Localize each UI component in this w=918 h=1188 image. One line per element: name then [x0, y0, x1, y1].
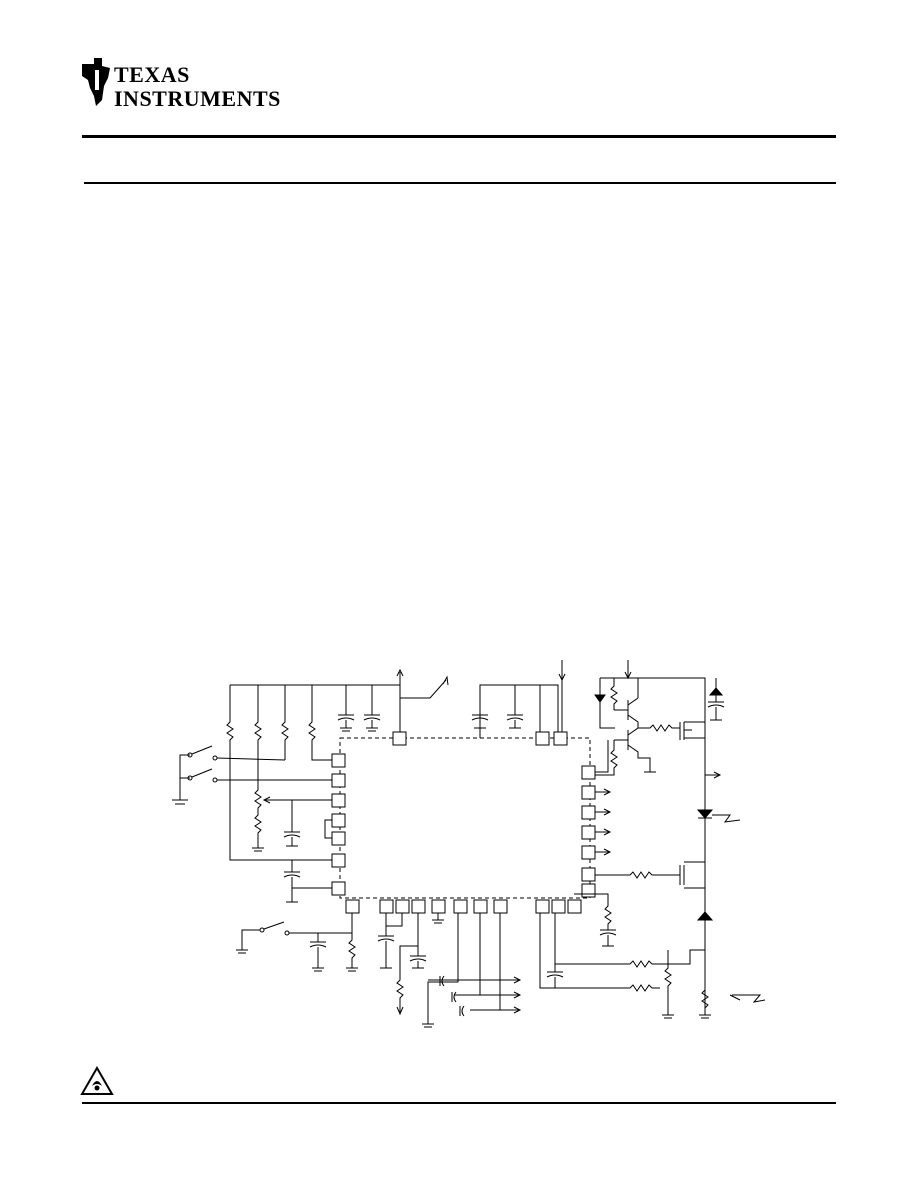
- caps-top-left: [337, 685, 381, 732]
- schematic-diagram: [172, 660, 766, 1028]
- header-rule: [82, 135, 836, 138]
- pullup-resistors: [226, 685, 332, 861]
- title-rule: [84, 182, 836, 184]
- ic-top-pins: [392, 731, 568, 746]
- ic-outline: [339, 737, 591, 899]
- logo-text-instruments: INSTRUMENTS: [114, 86, 281, 111]
- ic-right-pins: [581, 765, 596, 898]
- esd-caution-icon: [80, 1066, 114, 1095]
- ic-bottom-pins: [345, 899, 582, 914]
- ti-logo: TEXAS INSTRUMENTS: [80, 56, 280, 116]
- ti-logo-icon: [82, 58, 110, 106]
- ic-left-pins: [331, 753, 346, 896]
- footer-rule: [82, 1102, 836, 1104]
- logo-text-texas: TEXAS: [114, 62, 190, 87]
